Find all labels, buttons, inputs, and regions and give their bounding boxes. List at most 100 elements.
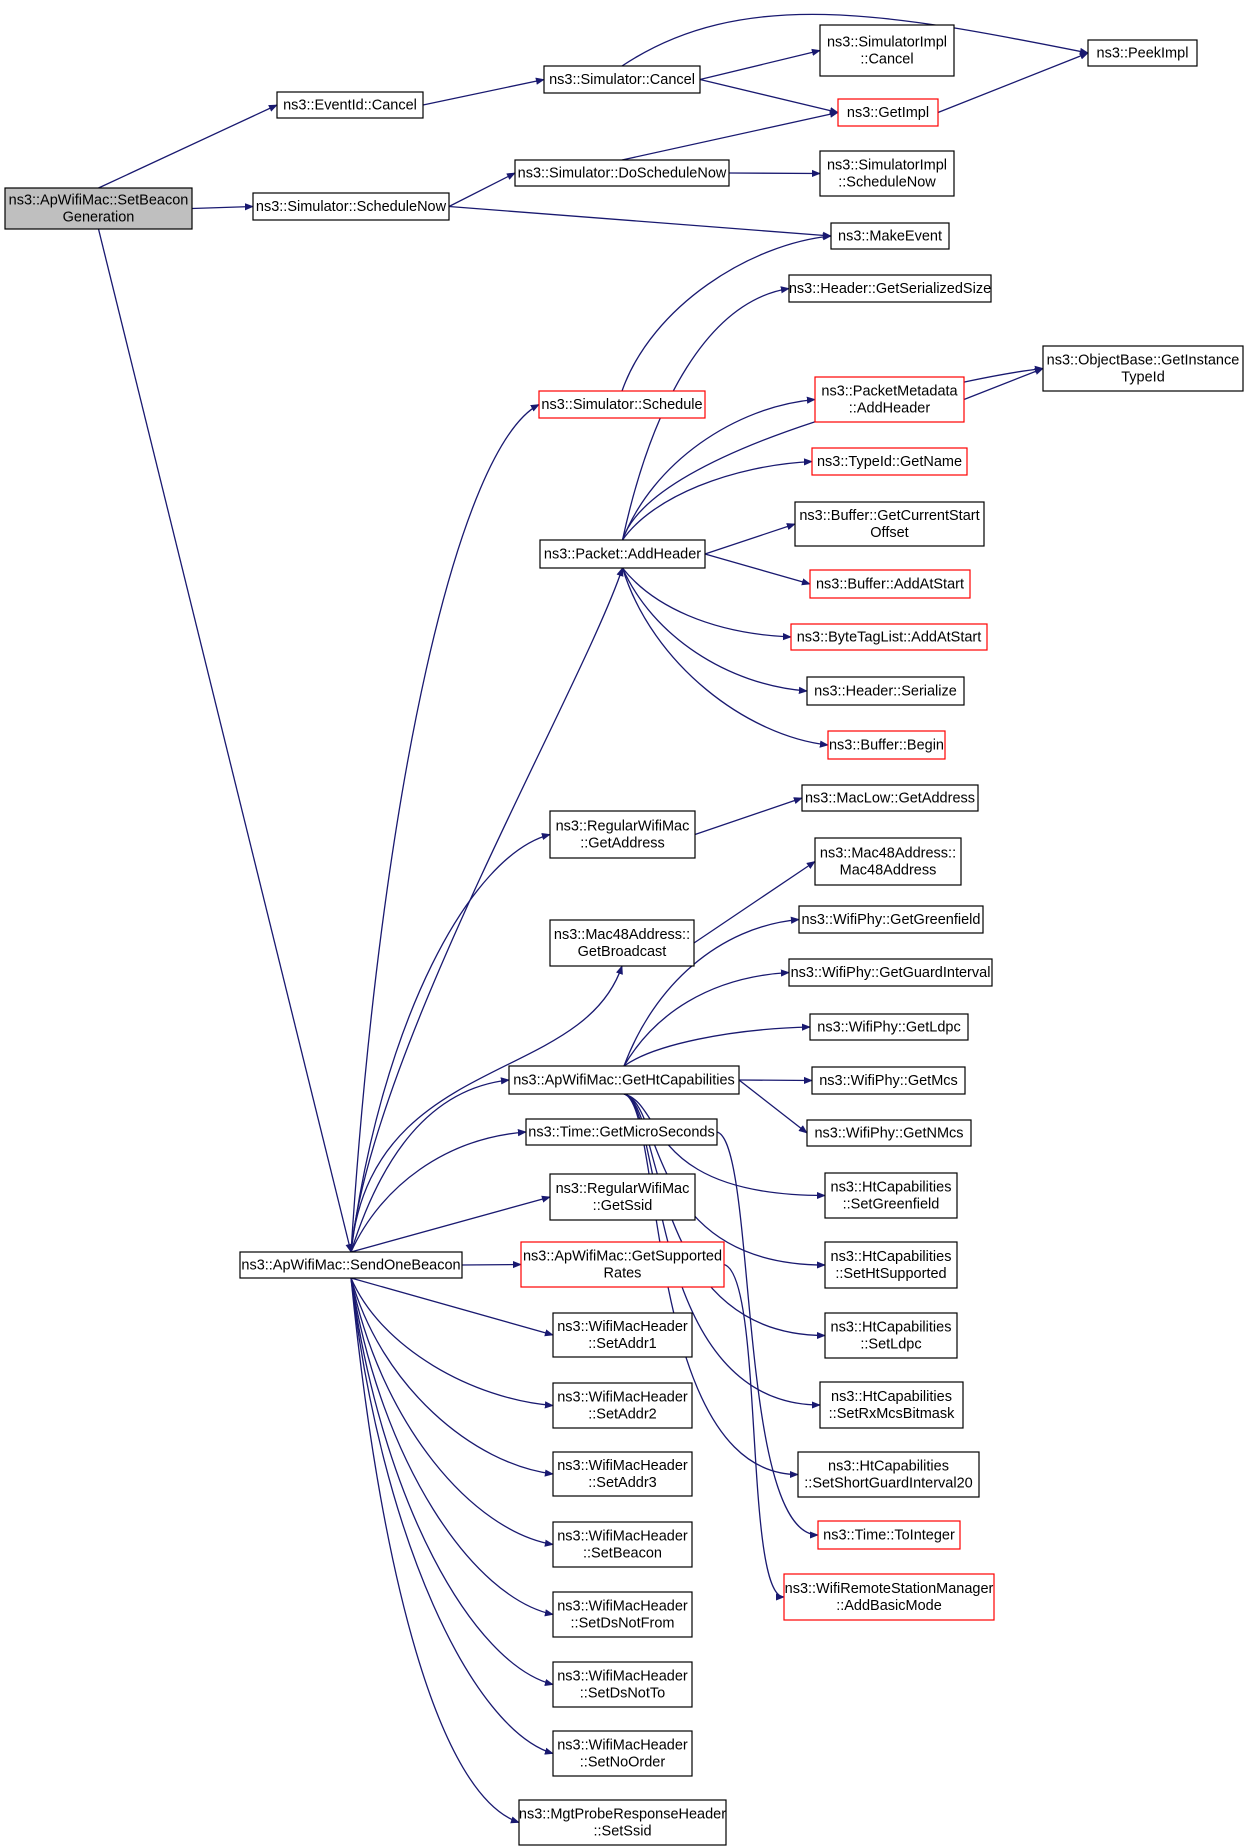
graph-node[interactable]: ns3::Header::Serialize bbox=[806, 676, 965, 706]
graph-node[interactable]: ns3::Mac48Address::Mac48Address bbox=[814, 837, 962, 886]
graph-node[interactable]: ns3::WifiPhy::GetGuardInterval bbox=[788, 958, 993, 987]
graph-node[interactable]: ns3::WifiMacHeader::SetNoOrder bbox=[552, 1730, 693, 1777]
graph-node[interactable]: ns3::HtCapabilities::SetRxMcsBitmask bbox=[819, 1381, 964, 1429]
node-box[interactable] bbox=[830, 222, 950, 250]
node-box[interactable] bbox=[806, 676, 965, 706]
graph-node[interactable]: ns3::Simulator::ScheduleNow bbox=[252, 192, 450, 221]
node-box[interactable] bbox=[1042, 345, 1244, 392]
node-box[interactable] bbox=[837, 98, 939, 127]
node-box[interactable] bbox=[276, 91, 424, 119]
node-box[interactable] bbox=[794, 501, 985, 547]
graph-node[interactable]: ns3::PeekImpl bbox=[1087, 39, 1198, 67]
graph-node[interactable]: ns3::HtCapabilities::SetLdpc bbox=[824, 1312, 958, 1359]
node-box[interactable] bbox=[790, 623, 988, 651]
graph-node[interactable]: ns3::RegularWifiMac::GetAddress bbox=[549, 810, 696, 859]
graph-node[interactable]: ns3::Buffer::AddAtStart bbox=[809, 569, 971, 599]
graph-node[interactable]: ns3::Header::GetSerializedSize bbox=[788, 274, 992, 303]
node-box[interactable] bbox=[1087, 39, 1198, 67]
node-box[interactable] bbox=[819, 1381, 964, 1429]
graph-node[interactable]: ns3::GetImpl bbox=[837, 98, 939, 127]
node-box[interactable] bbox=[817, 1520, 961, 1550]
graph-node[interactable]: ns3::ApWifiMac::SendOneBeacon bbox=[239, 1251, 463, 1279]
node-box[interactable] bbox=[811, 1066, 966, 1095]
node-box[interactable] bbox=[549, 1173, 696, 1221]
graph-node[interactable]: ns3::Time::GetMicroSeconds bbox=[525, 1118, 718, 1146]
graph-node[interactable]: ns3::HtCapabilities::SetShortGuardInterv… bbox=[797, 1451, 980, 1498]
node-box[interactable] bbox=[814, 376, 965, 423]
node-box[interactable] bbox=[824, 1312, 958, 1359]
node-box[interactable] bbox=[552, 1451, 693, 1497]
node-box[interactable] bbox=[518, 1799, 727, 1846]
graph-node[interactable]: ns3::WifiMacHeader::SetDsNotTo bbox=[552, 1661, 693, 1708]
node-box[interactable] bbox=[4, 187, 193, 230]
graph-node[interactable]: ns3::Time::ToInteger bbox=[817, 1520, 961, 1550]
graph-node[interactable]: ns3::WifiMacHeader::SetAddr2 bbox=[552, 1382, 693, 1429]
node-box[interactable] bbox=[797, 1451, 980, 1498]
graph-node[interactable]: ns3::TypeId::GetName bbox=[811, 447, 968, 476]
node-box[interactable] bbox=[809, 1013, 969, 1041]
graph-node[interactable]: ns3::MacLow::GetAddress bbox=[801, 784, 979, 812]
node-box[interactable] bbox=[801, 784, 979, 812]
graph-node[interactable]: ns3::MakeEvent bbox=[830, 222, 950, 250]
node-box[interactable] bbox=[788, 958, 993, 987]
graph-node[interactable]: ns3::WifiPhy::GetGreenfield bbox=[798, 905, 984, 934]
graph-node[interactable]: ns3::PacketMetadata::AddHeader bbox=[814, 376, 965, 423]
graph-node[interactable]: ns3::Mac48Address::GetBroadcast bbox=[549, 919, 695, 967]
graph-node[interactable]: ns3::WifiMacHeader::SetAddr3 bbox=[552, 1451, 693, 1497]
graph-node[interactable]: ns3::SimulatorImpl::ScheduleNow bbox=[819, 150, 955, 197]
node-box[interactable] bbox=[538, 390, 706, 419]
node-box[interactable] bbox=[827, 730, 946, 760]
node-box[interactable] bbox=[814, 837, 962, 886]
node-box[interactable] bbox=[824, 1172, 958, 1219]
node-box[interactable] bbox=[514, 159, 730, 187]
graph-node[interactable]: ns3::WifiMacHeader::SetBeacon bbox=[552, 1521, 693, 1568]
graph-node[interactable]: ns3::WifiMacHeader::SetDsNotFrom bbox=[552, 1591, 693, 1638]
node-box[interactable] bbox=[824, 1241, 958, 1289]
node-box[interactable] bbox=[539, 539, 706, 569]
node-box[interactable] bbox=[252, 192, 450, 221]
graph-node[interactable]: ns3::WifiPhy::GetNMcs bbox=[806, 1119, 972, 1147]
node-box[interactable] bbox=[809, 569, 971, 599]
node-box[interactable] bbox=[798, 905, 984, 934]
graph-node[interactable]: ns3::WifiPhy::GetMcs bbox=[811, 1066, 966, 1095]
graph-node[interactable]: ns3::MgtProbeResponseHeader::SetSsid bbox=[518, 1799, 727, 1846]
node-box[interactable] bbox=[788, 274, 992, 303]
graph-node[interactable]: ns3::SimulatorImpl::Cancel bbox=[819, 24, 955, 77]
graph-node[interactable]: ns3::WifiMacHeader::SetAddr1 bbox=[552, 1312, 693, 1358]
node-box[interactable] bbox=[552, 1730, 693, 1777]
node-box[interactable] bbox=[508, 1065, 740, 1095]
node-box[interactable] bbox=[552, 1521, 693, 1568]
graph-node[interactable]: ns3::WifiPhy::GetLdpc bbox=[809, 1013, 969, 1041]
graph-node[interactable]: ns3::EventId::Cancel bbox=[276, 91, 424, 119]
node-box[interactable] bbox=[806, 1119, 972, 1147]
node-box[interactable] bbox=[520, 1241, 725, 1288]
node-box[interactable] bbox=[819, 24, 955, 77]
graph-node[interactable]: ns3::RegularWifiMac::GetSsid bbox=[549, 1173, 696, 1221]
graph-node[interactable]: ns3::ByteTagList::AddAtStart bbox=[790, 623, 988, 651]
graph-node[interactable]: ns3::Simulator::DoScheduleNow bbox=[514, 159, 730, 187]
node-box[interactable] bbox=[783, 1573, 995, 1621]
node-box[interactable] bbox=[552, 1591, 693, 1638]
graph-node[interactable]: ns3::WifiRemoteStationManager::AddBasicM… bbox=[783, 1573, 995, 1621]
node-box[interactable] bbox=[552, 1661, 693, 1708]
node-box[interactable] bbox=[549, 919, 695, 967]
graph-node[interactable]: ns3::HtCapabilities::SetGreenfield bbox=[824, 1172, 958, 1219]
node-box[interactable] bbox=[811, 447, 968, 476]
graph-node[interactable]: ns3::HtCapabilities::SetHtSupported bbox=[824, 1241, 958, 1289]
node-box[interactable] bbox=[543, 65, 701, 94]
graph-node[interactable]: ns3::Simulator::Schedule bbox=[538, 390, 706, 419]
graph-node[interactable]: ns3::Simulator::Cancel bbox=[543, 65, 701, 94]
graph-node[interactable]: ns3::ApWifiMac::GetHtCapabilities bbox=[508, 1065, 740, 1095]
node-box[interactable] bbox=[549, 810, 696, 859]
node-box[interactable] bbox=[552, 1382, 693, 1429]
node-box[interactable] bbox=[552, 1312, 693, 1358]
graph-node[interactable]: ns3::Buffer::Begin bbox=[827, 730, 946, 760]
node-box[interactable] bbox=[239, 1251, 463, 1279]
graph-node[interactable]: ns3::Packet::AddHeader bbox=[539, 539, 706, 569]
node-box[interactable] bbox=[819, 150, 955, 197]
node-box[interactable] bbox=[525, 1118, 718, 1146]
